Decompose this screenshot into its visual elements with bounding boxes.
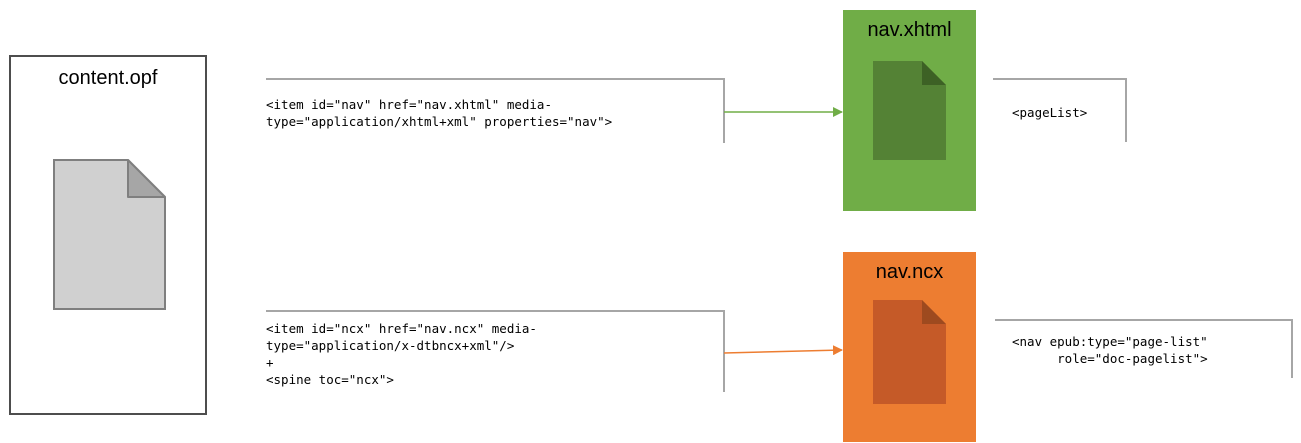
nav-pagelist-code: <nav epub:type="page-list" role="doc-pag… (1012, 333, 1208, 367)
pagelist-bracket (993, 78, 1127, 142)
document-icon (873, 300, 946, 404)
ncx-arrow (723, 345, 843, 356)
nav-pagelist-bracket (995, 319, 1293, 378)
code-line: <nav epub:type="page-list" (1012, 334, 1208, 349)
ncx-item-code: <item id="ncx" href="nav.ncx" media- typ… (266, 320, 537, 388)
code-line: <spine toc="ncx"> (266, 372, 394, 387)
code-line: <pageList> (1012, 105, 1088, 120)
code-line: role="doc-pagelist"> (1012, 351, 1208, 366)
nav-item-bracket (266, 78, 725, 143)
nav-ncx-title: nav.ncx (875, 261, 944, 283)
nav-item-code: <item id="nav" href="nav.xhtml" media- t… (266, 96, 612, 130)
nav-xhtml-box: nav.xhtml (843, 10, 976, 211)
ncx-item-bracket (266, 310, 725, 392)
code-line: type="application/x-dtbncx+xml"/> (266, 338, 515, 353)
nav-xhtml-title: nav.xhtml (867, 19, 952, 41)
code-line: <item id="nav" href="nav.xhtml" media- (266, 97, 552, 112)
pagelist-code: <pageList> (1012, 104, 1087, 121)
code-line: type="application/xhtml+xml" properties=… (266, 114, 613, 129)
document-icon (53, 159, 166, 310)
code-line: <item id="ncx" href="nav.ncx" media- (266, 321, 537, 336)
document-icon (873, 61, 946, 160)
content-opf-title: content.opf (58, 67, 158, 89)
content-opf-box: content.opf (9, 55, 207, 415)
code-line: + (266, 355, 274, 370)
